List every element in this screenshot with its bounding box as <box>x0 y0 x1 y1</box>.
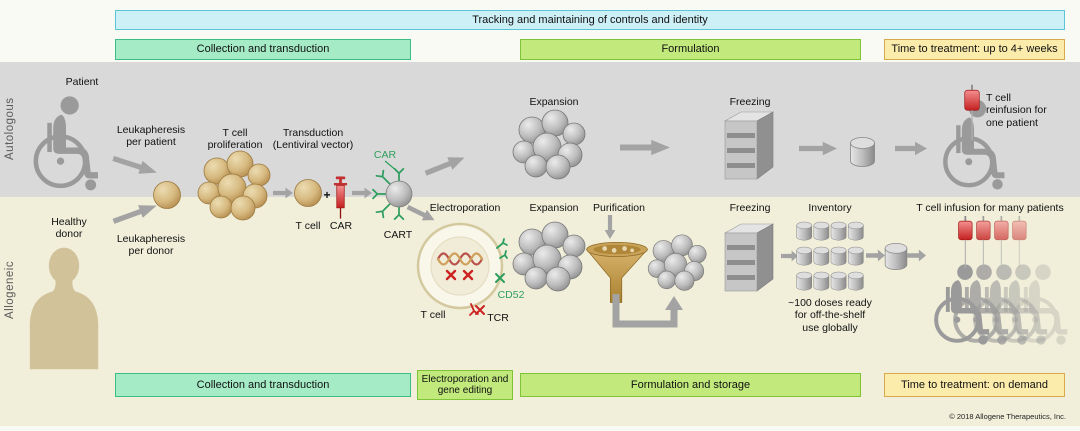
iv-bag-single-icon <box>963 83 981 142</box>
allogeneic-lane-label: Allogeneic <box>4 260 16 320</box>
banner-tracking: Tracking and maintaining of controls and… <box>115 10 1065 30</box>
car-syringe-label: CAR <box>329 220 353 232</box>
cart-label: CART <box>383 229 413 241</box>
arrow-into-funnel <box>604 215 616 239</box>
many-patients-group-icon <box>934 216 1070 347</box>
tcell-label-allogeneic: T cell <box>420 309 446 321</box>
inventory-vials-icon <box>796 221 864 291</box>
transduction-label: Transduction (Lentiviral vector) <box>272 127 354 152</box>
proliferation-label: T cell proliferation <box>207 127 263 152</box>
purified-cells-cluster-icon <box>647 234 707 291</box>
arrow-inventory-to-dose <box>866 249 885 262</box>
arrow-funnel-to-cells <box>612 294 683 328</box>
dose-canister-allogeneic-icon <box>884 242 908 271</box>
healthy-donor-bust-icon <box>29 247 99 370</box>
arrow-syringe-to-cart <box>352 187 372 199</box>
car-vector-syringe-icon <box>333 176 348 220</box>
doses-label: ~100 doses ready for off-the-shelf use g… <box>788 297 872 334</box>
healthy-donor-label: Healthy donor <box>51 216 87 241</box>
harvested-cell-icon <box>153 181 181 209</box>
copyright-text: © 2018 Allogene Therapeutics, Inc. <box>949 412 1066 421</box>
inventory-label: Inventory <box>808 202 852 214</box>
arrow-dose-to-patient <box>895 141 927 156</box>
leukapheresis-donor-label: Leukapheresis per donor <box>116 233 186 258</box>
freezer-autologous-icon <box>724 111 774 180</box>
autologous-lane-label: Autologous <box>4 97 16 161</box>
expansion-label-autologous: Expansion <box>529 96 579 108</box>
banner-time-autologous: Time to treatment: up to 4+ weeks <box>884 39 1065 60</box>
arrow-cluster-to-tcell <box>273 187 293 199</box>
expansion-label-allogeneic: Expansion <box>529 202 579 214</box>
banner-time-allogeneic: Time to treatment: on demand <box>884 373 1065 397</box>
expansion-cluster-allogeneic-icon <box>512 221 586 292</box>
tcr-label: TCR <box>487 312 509 324</box>
banner-formulation-storage: Formulation and storage <box>520 373 861 397</box>
plus-sign: + <box>323 188 331 202</box>
tcell-proliferation-cluster-icon <box>197 150 271 221</box>
tcell-icon <box>294 179 322 207</box>
electroporation-label: Electroporation <box>429 202 501 214</box>
infusion-label: T cell infusion for many patients <box>916 202 1064 214</box>
arrow-dose-to-patients <box>907 249 926 262</box>
freezer-allogeneic-icon <box>724 223 774 292</box>
banner-collection-bottom: Collection and transduction <box>115 373 411 397</box>
patient-label: Patient <box>65 76 99 88</box>
dose-canister-autologous-icon <box>850 137 875 167</box>
expansion-cluster-autologous-icon <box>512 109 586 180</box>
leukapheresis-patient-label: Leukapheresis per patient <box>116 124 186 149</box>
tcell-label: T cell <box>295 220 321 232</box>
purification-label: Purification <box>593 202 645 214</box>
banner-formulation: Formulation <box>520 39 861 60</box>
banner-collection-top: Collection and transduction <box>115 39 411 60</box>
patient-wheelchair-icon <box>24 92 108 192</box>
arrow-freezing-to-dose <box>799 141 837 156</box>
banner-electroporation-editing: Electroporation and gene editing <box>417 370 513 400</box>
cd52-label: CD52 <box>497 289 525 301</box>
car-receptor-label: CAR <box>373 149 397 161</box>
arrow-expansion-to-freezing <box>620 139 670 156</box>
electroporated-cell-icon <box>416 222 508 316</box>
freezing-label-autologous: Freezing <box>729 96 771 108</box>
freezing-label-allogeneic: Freezing <box>729 202 771 214</box>
reinfusion-label: T cell reinfusion for one patient <box>986 92 1047 129</box>
